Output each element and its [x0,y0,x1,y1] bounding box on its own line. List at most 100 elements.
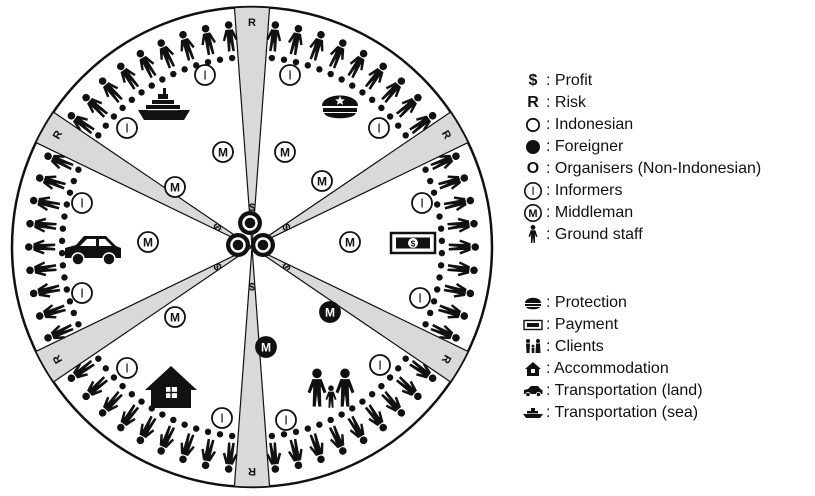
ground-staff-dot [63,286,71,293]
ground-staff-dot [280,431,288,438]
ground-staff-dot [338,411,345,418]
ground-staff-dot [228,432,236,440]
ground-staff-dot [368,390,376,398]
risk-band [35,111,253,248]
ground-staff-dot [386,374,394,381]
ground-staff-dot [422,321,429,328]
ground-staff-dot [58,249,66,257]
svg-text:M: M [280,146,290,160]
ground-staff-dot [430,298,438,305]
ground-staff-dot [402,355,409,362]
ground-staff-dot [436,213,443,220]
ground-staff-dot [159,76,166,83]
ground-staff-dot [110,374,118,381]
legend-label: : Payment [546,316,619,333]
svg-text:I: I [420,196,424,211]
ground-staff-dot [59,262,67,269]
ground-staff-dot [128,390,136,398]
middleman-foreigner-marker: M [319,301,341,323]
risk-band [233,6,271,248]
svg-text:M: M [261,341,271,355]
ground-staff-dot [438,249,446,257]
svg-text:I: I [377,121,381,136]
ground-staff-dot [228,54,236,62]
risk-bands: R$R$R$R$R$R$ [35,6,469,488]
ground-staff-dot [316,66,323,73]
dollar-icon: $ [528,72,538,89]
ground-staff-dot [159,411,166,418]
informer-marker: I [116,117,138,139]
house-icon [522,361,544,377]
open-circle-icon [522,117,544,133]
legend-label: : Organisers (Non-Indonesian) [546,160,762,177]
risk-band [233,246,271,488]
svg-text:I: I [531,184,534,198]
ground-staff-dot [378,104,385,112]
ground-staff-dot [426,177,434,185]
ground-staff-dot [316,421,323,428]
legend-label: : Clients [546,338,604,355]
svg-text:I: I [288,68,292,83]
banknote-icon: $ [389,231,437,255]
svg-text:I: I [284,413,288,428]
ground-staff-dot [304,62,311,69]
ground-staff-dot [110,113,118,120]
profit-label: $ [279,261,292,272]
risk-band [251,246,469,383]
house-icon [145,366,197,408]
svg-text:M: M [143,236,153,250]
ground-staff-dot [426,309,434,317]
profit-label: $ [211,261,224,272]
ground-staff-dot [58,237,66,245]
svg-text:I: I [125,361,129,376]
ground-staff-dot [170,416,177,424]
svg-text:M: M [218,146,228,160]
ground-staff-dot [70,177,78,185]
ground-staff-dot [138,89,145,96]
ground-staff-dot [430,189,438,196]
ground-staff-dot [216,56,224,63]
middleman-marker: M [212,141,234,163]
ground-staff-dot [280,56,288,63]
risk-letter-icon: R [527,94,539,111]
middleman-marker: M [339,231,361,253]
ground-staff-dot [359,398,366,405]
family-icon [522,338,544,356]
svg-text:I: I [125,121,129,136]
informer-marker: I [194,64,216,86]
ground-staff-dot [386,113,394,120]
legend-label: : Indonesian [546,116,634,133]
legend-label: : Profit [546,72,593,89]
legend-item-profit: $ : Profit [522,70,761,92]
legend-item-informers: I : Informers [522,180,761,202]
ground-staff-dot [433,201,441,208]
informer-marker: I [275,409,297,431]
ground-staff-dot [338,76,345,83]
legend-label: : Accommodation [546,360,669,377]
ground-staff-dot [59,225,67,232]
legend-label: : Foreigner [546,138,624,155]
ground-staff-dot [327,416,334,424]
ground-staff-dot [359,89,366,96]
profit-label: $ [279,222,292,233]
ground-staff-dot [119,104,126,112]
middleman-foreigner-marker: M [255,336,277,358]
legend-label: : Middleman [546,204,634,221]
ground-staff-dot [327,70,334,78]
informer-marker: I [368,117,390,139]
ground-staff-dot [148,82,155,89]
ground-staff-dot [395,122,402,129]
informer-marker: I [211,407,233,429]
ground-staff-dot [378,382,385,390]
ship-icon [138,88,190,120]
svg-text:M: M [170,311,180,325]
legend-item-middleman: M : Middleman [522,202,761,224]
ground-staff-dot [75,321,82,328]
filled-circle-icon [522,139,544,155]
profit-label: $ [211,222,224,233]
svg-text:$: $ [411,239,416,248]
informer-marker: I [409,287,431,309]
car-icon [65,236,121,266]
organiser-letter-icon: O [526,160,540,177]
